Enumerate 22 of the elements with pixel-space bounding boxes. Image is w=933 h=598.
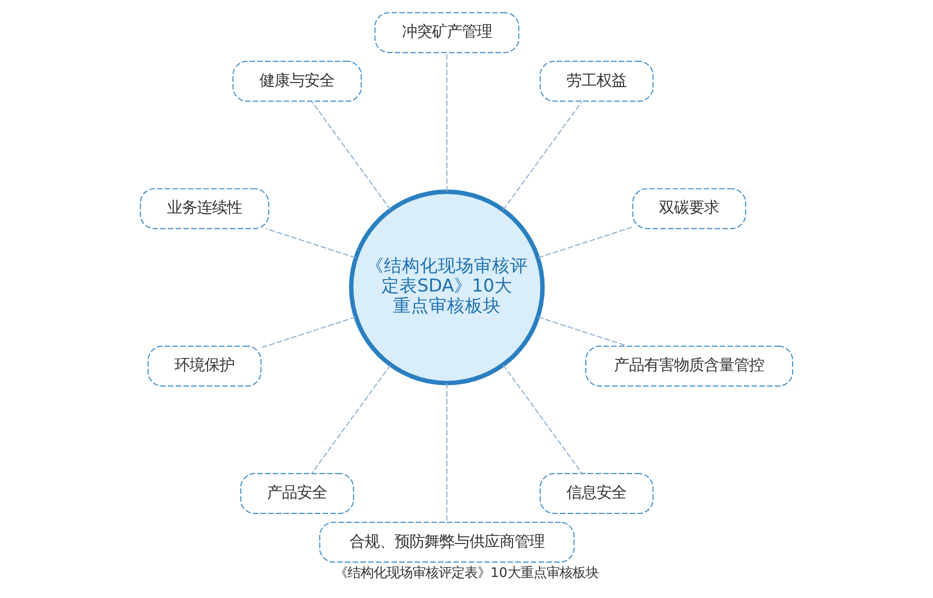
node-box: 环境保护	[148, 346, 262, 387]
node-box: 劳工权益	[540, 60, 654, 102]
node-box: 产品安全	[240, 473, 354, 514]
connector	[538, 226, 633, 258]
node-circle: 《结构化现场审核评定表SDA》10大重点审核板块	[349, 190, 545, 386]
connector	[311, 364, 391, 474]
connector	[260, 316, 356, 348]
node-box: 健康与安全	[232, 60, 362, 102]
connector	[446, 52, 448, 192]
connector	[538, 316, 628, 347]
node-box: 合规、预防舞弊与供应商管理	[319, 522, 575, 563]
node-box: 冲突矿产管理	[374, 12, 520, 54]
node-box: 双碳要求	[632, 188, 746, 230]
connector	[311, 101, 391, 210]
node-box: 信息安全	[540, 473, 654, 514]
connector	[502, 364, 582, 474]
connector	[266, 228, 356, 258]
caption: 《结构化现场审核评定表》10大重点审核板块	[334, 566, 598, 582]
connector	[446, 383, 448, 522]
node-box: 产品有害物质含量管控	[585, 346, 794, 387]
node-box: 业务连续性	[140, 188, 270, 230]
connector	[502, 101, 582, 210]
